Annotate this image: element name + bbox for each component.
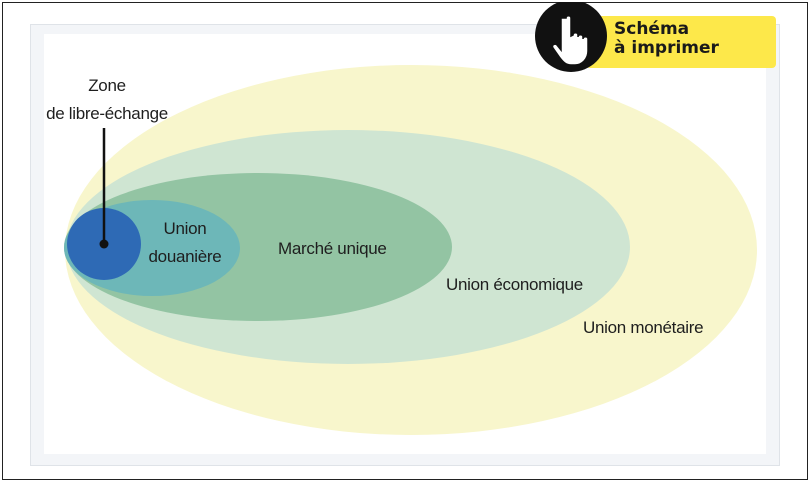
- hand-pointer-icon[interactable]: [533, 2, 613, 82]
- print-badge[interactable]: [586, 16, 776, 68]
- union-douaniere-label: Union douanière: [148, 219, 222, 266]
- union-monetaire-label: Union monétaire: [583, 318, 704, 337]
- zone-pointer-dot: [99, 239, 109, 249]
- print-badge-text[interactable]: Schéma à imprimer: [614, 19, 719, 58]
- marche-unique-label: Marché unique: [278, 239, 387, 258]
- zone-libre-echange-label: Zone de libre-échange: [46, 76, 168, 123]
- union-economique-label: Union économique: [446, 275, 583, 294]
